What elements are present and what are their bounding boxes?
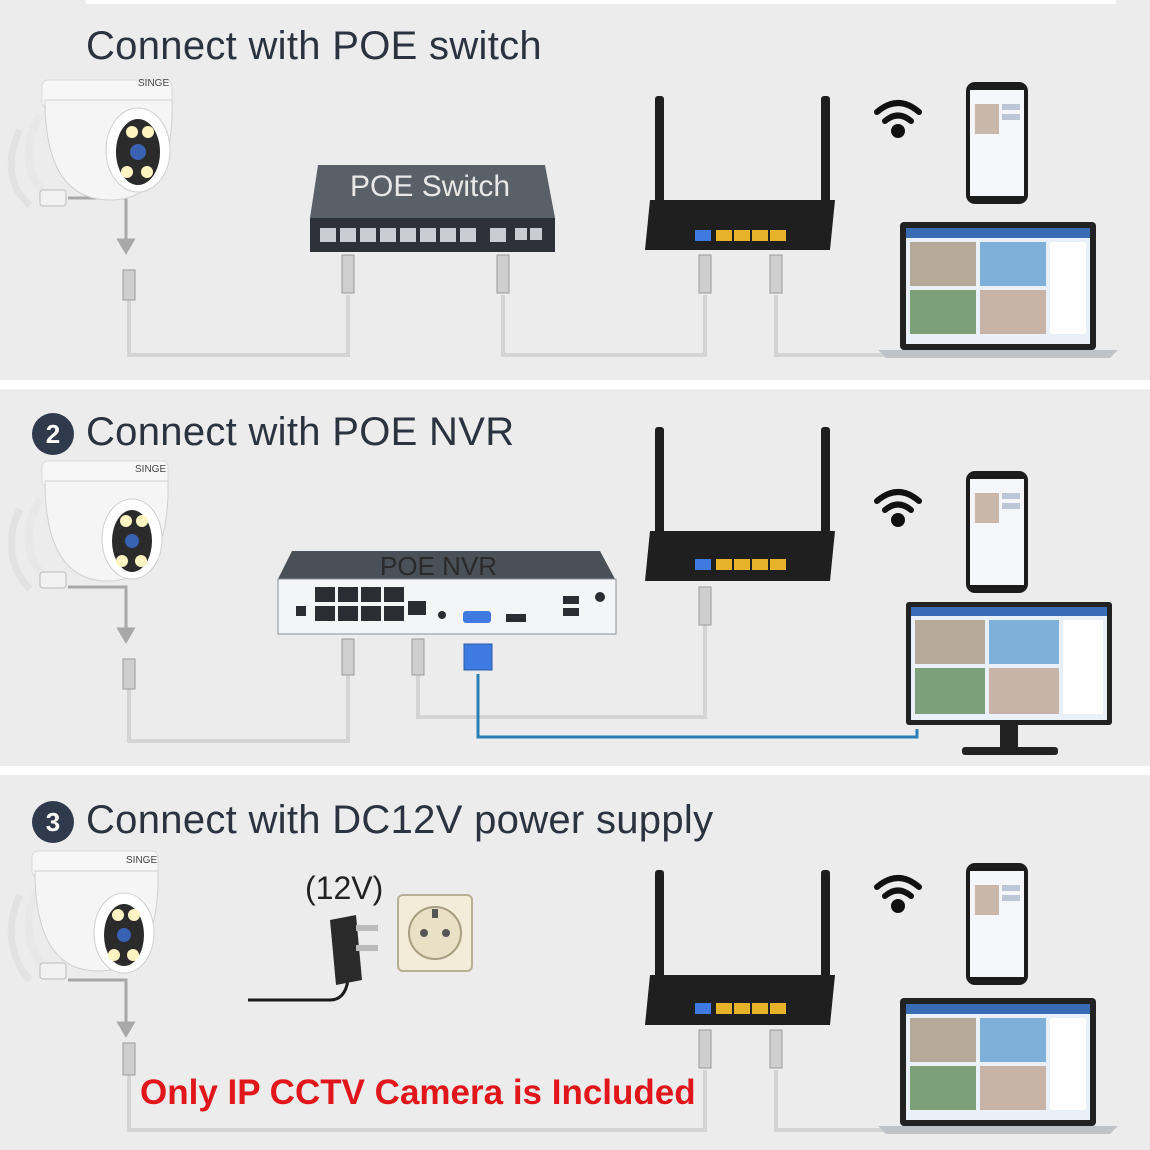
wall-socket-icon [397, 894, 473, 972]
wifi-icon [874, 100, 922, 138]
panel-poe-nvr: 2 Connect with POE NVR SINGE [0, 389, 1150, 766]
camera-brand: SINGE [126, 855, 157, 866]
panel-title: Connect with DC12V power supply [86, 798, 714, 842]
step-badge: 3 [32, 801, 74, 843]
nvr-icon [277, 551, 617, 635]
router-icon [645, 870, 835, 1025]
step-badge: 2 [32, 413, 74, 455]
ethernet-plug-icon [122, 254, 783, 301]
diagram-dc12v: SINGE [7, 850, 1118, 1134]
diagram-poe-switch: SINGE [7, 78, 1118, 358]
switch-icon [310, 165, 555, 252]
laptop-icon [878, 222, 1118, 358]
vga-cable [476, 674, 919, 739]
phone-icon [966, 863, 1028, 985]
camera-icon [7, 460, 169, 592]
monitor-icon [906, 602, 1112, 755]
panel-title: Connect with POE switch [86, 24, 542, 68]
panel-title: Connect with POE NVR [86, 410, 515, 454]
diagram-poe-nvr: SINGE [7, 427, 1112, 755]
phone-icon [966, 82, 1028, 204]
laptop-icon [878, 998, 1118, 1134]
router-icon [645, 96, 835, 250]
notice-text: Only IP CCTV Camera is Included [140, 1073, 696, 1112]
camera-icon [7, 79, 173, 208]
camera-brand: SINGE [135, 464, 166, 475]
camera-icon [7, 850, 159, 983]
wifi-icon [874, 489, 922, 527]
router-icon [645, 427, 835, 581]
phone-icon [966, 471, 1028, 593]
switch-label: POE Switch [350, 170, 511, 203]
nvr-label: POE NVR [380, 551, 498, 581]
divider [86, 0, 1116, 4]
panel-dc12v: 3 Connect with DC12V power supply (12V) … [0, 775, 1150, 1150]
camera-brand: SINGE [138, 78, 169, 89]
panel-poe-switch: Connect with POE switch SIN [0, 0, 1150, 380]
power-adapter-icon [248, 915, 378, 1002]
wifi-icon [874, 875, 922, 913]
vga-plug-icon [463, 643, 493, 671]
voltage-label: (12V) [305, 870, 384, 906]
ethernet-plug-icon [122, 586, 712, 690]
ethernet-plug-icon [122, 1029, 783, 1076]
